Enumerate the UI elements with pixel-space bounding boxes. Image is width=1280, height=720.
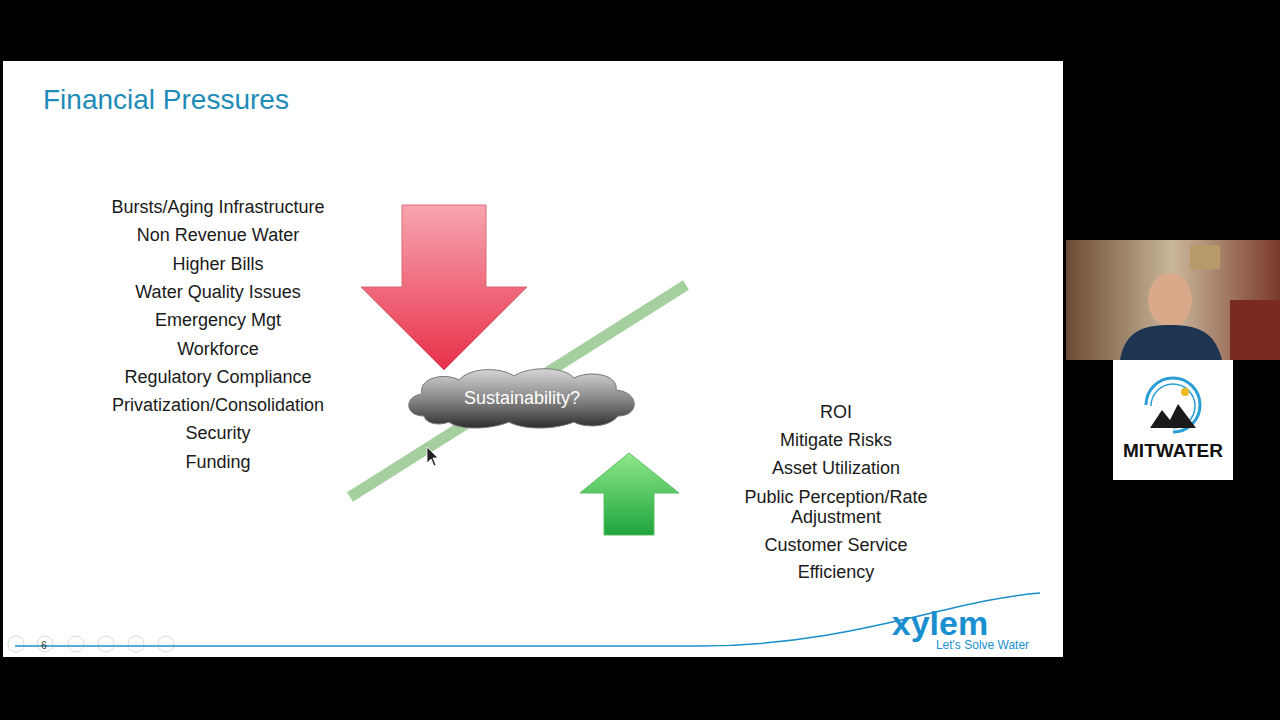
slide-background [3, 61, 1063, 657]
benefit-item: ROI [731, 402, 941, 422]
benefit-item: Efficiency [731, 562, 941, 582]
benefit-item: Customer Service [731, 535, 941, 555]
benefit-item: Public Perception/Rate Adjustment [731, 487, 941, 527]
cloud-shape: Sustainability? [404, 366, 640, 430]
page-number: 6 [36, 636, 52, 656]
pressure-item: Bursts/Aging Infrastructure [58, 197, 378, 217]
pressure-item: Funding [58, 452, 378, 472]
down-arrow [361, 205, 527, 370]
brand-logo: xylem [870, 603, 1010, 643]
pressure-item: Privatization/Consolidation [58, 395, 378, 415]
pressure-item: Security [58, 423, 378, 443]
swoosh-line [15, 593, 1040, 646]
pressure-item: Higher Bills [58, 254, 378, 274]
benefit-item: Asset Utilization [731, 458, 941, 478]
pressure-item: Non Revenue Water [58, 225, 378, 245]
slide-title: Financial Pressures [43, 84, 289, 116]
pressure-item: Water Quality Issues [58, 282, 378, 302]
logo-text: MITWATER [1113, 440, 1233, 462]
pressure-item: Regulatory Compliance [58, 367, 378, 387]
pressure-item: Emergency Mgt [58, 310, 378, 330]
mouse-cursor [427, 447, 438, 466]
pressure-item: Workforce [58, 339, 378, 359]
slide-toolbar [8, 636, 174, 652]
logo-box [1113, 360, 1233, 480]
node-label: Sustainability? [404, 366, 640, 430]
webcam-video [1066, 240, 1280, 360]
up-arrow [580, 453, 679, 535]
benefit-item: Mitigate Risks [731, 430, 941, 450]
brand-tagline: Let's Solve Water [920, 638, 1045, 652]
